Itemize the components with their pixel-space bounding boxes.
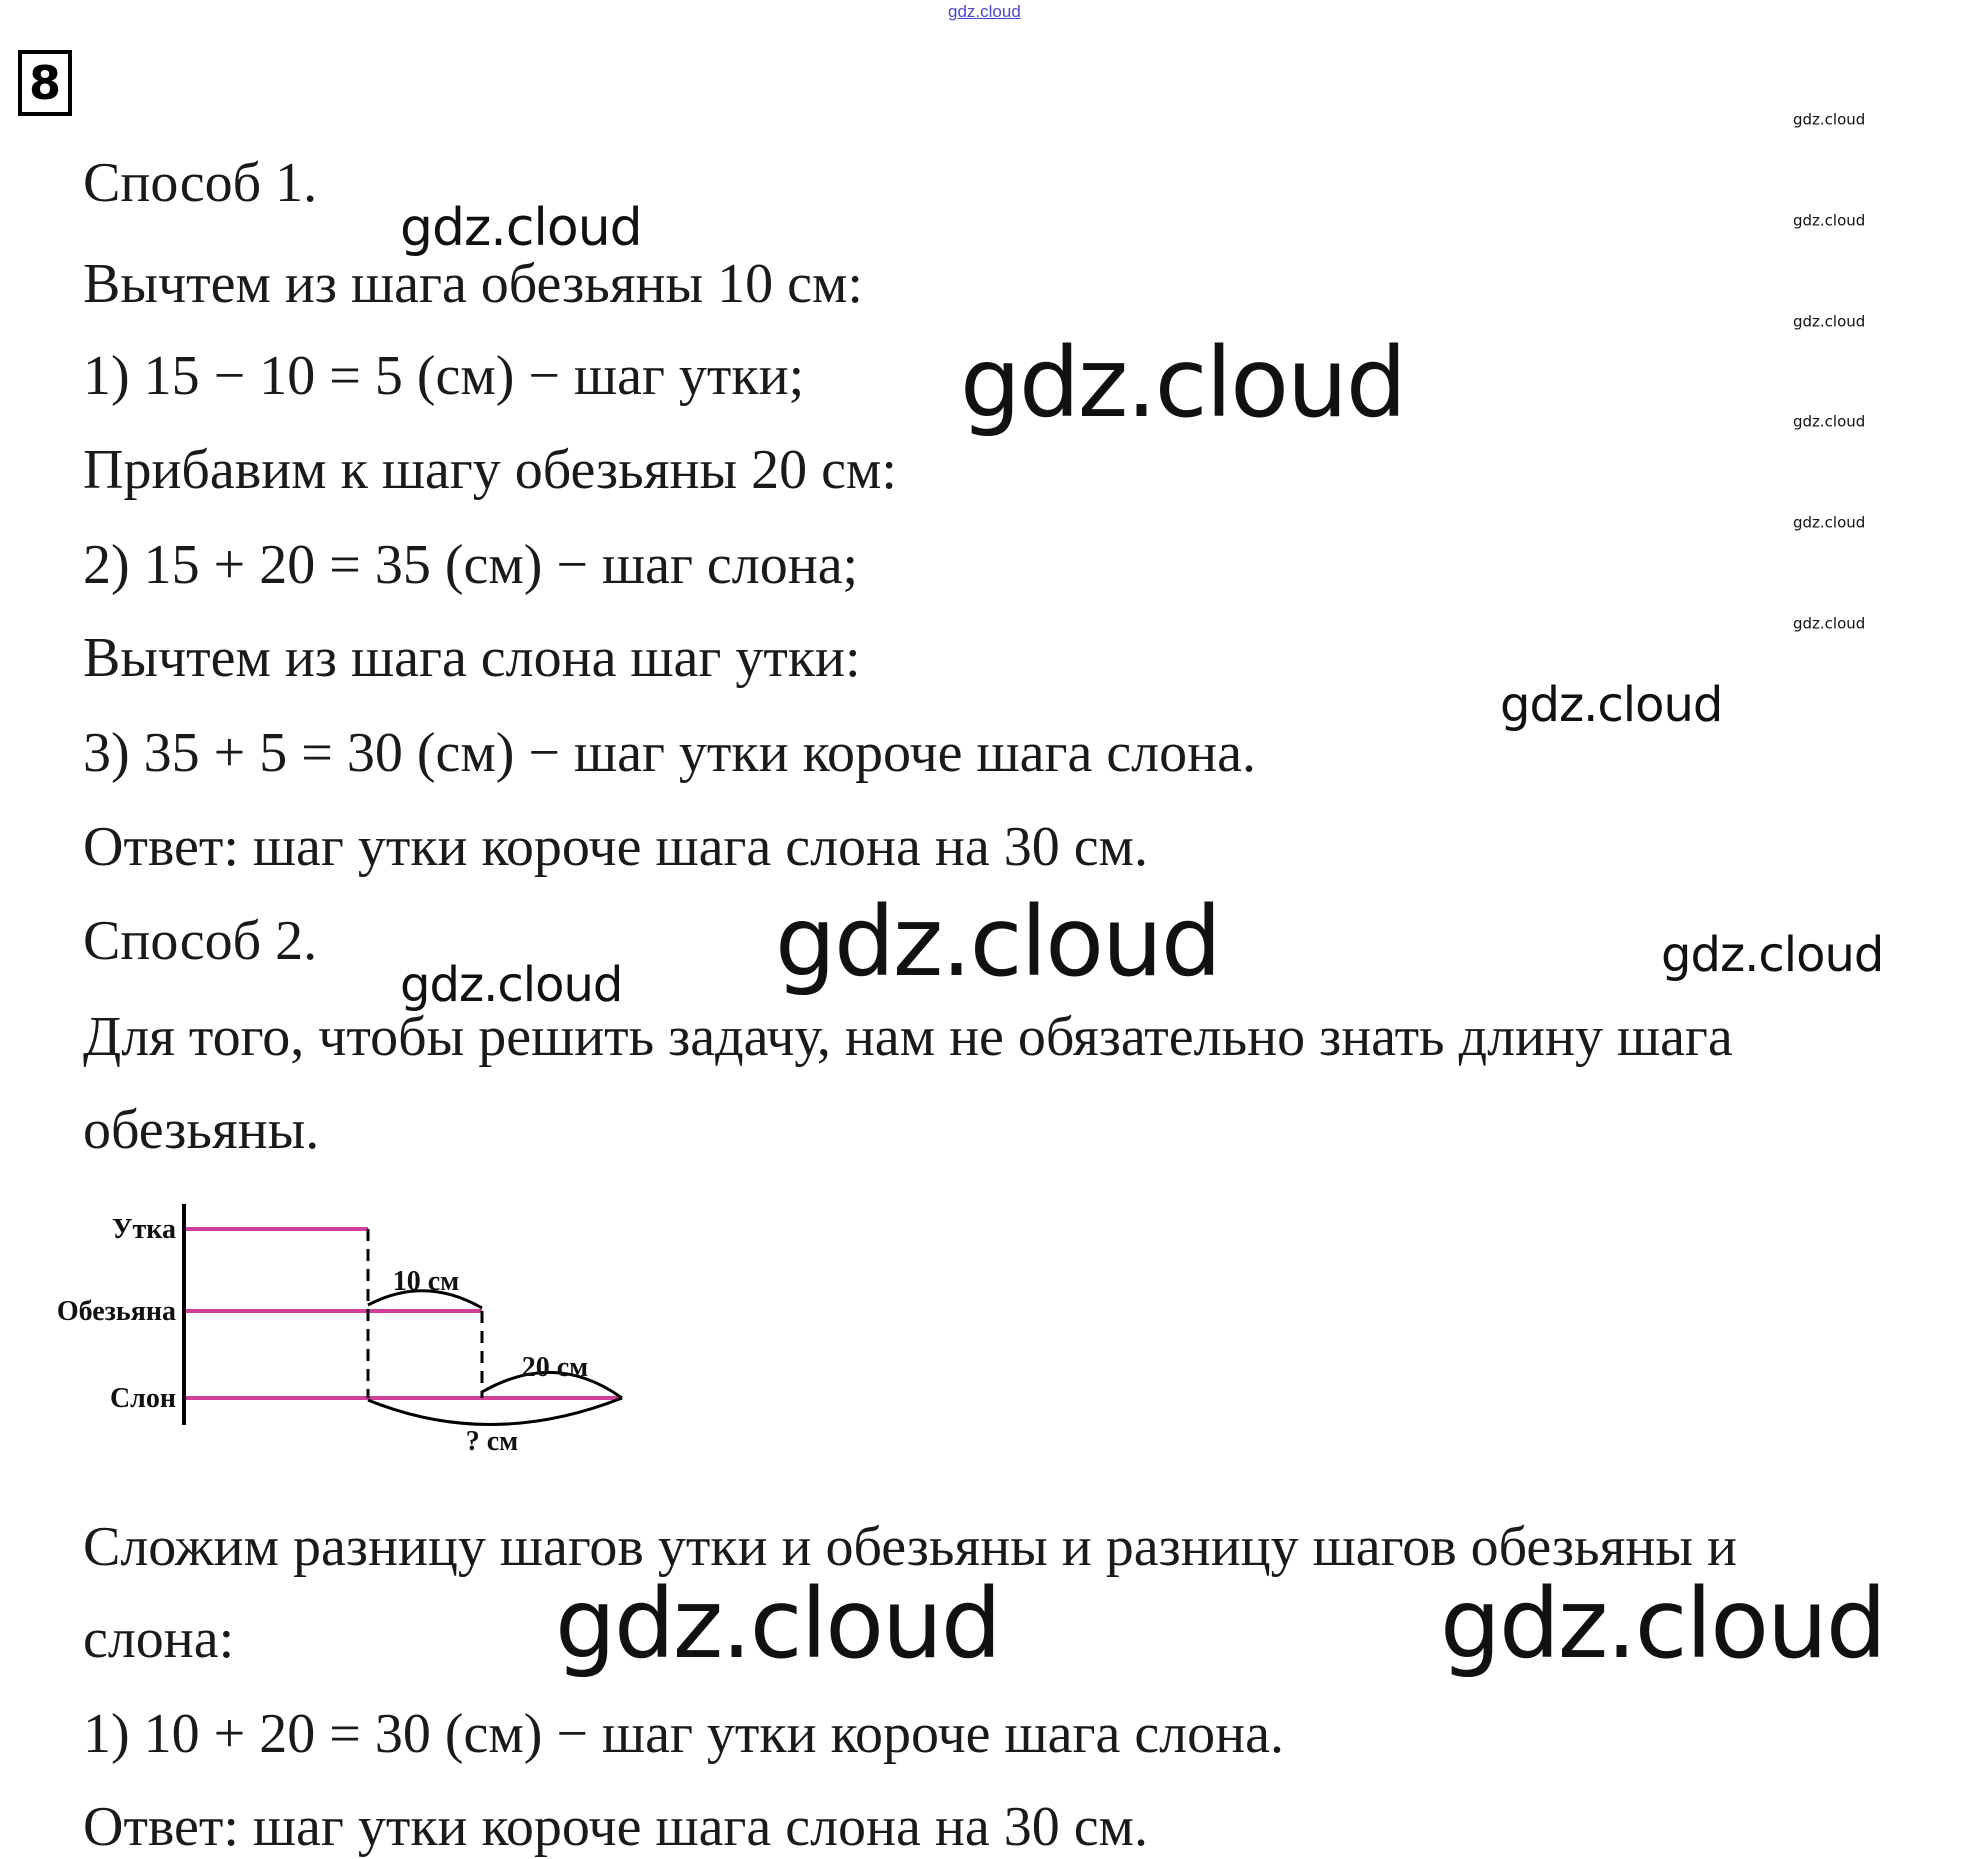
brace-20 xyxy=(481,1370,623,1400)
watermark: gdz.cloud xyxy=(400,198,643,258)
watermark: gdz.cloud xyxy=(1793,110,1866,129)
segment-label: 20 см xyxy=(522,1352,589,1383)
row-label: Утка xyxy=(112,1214,176,1245)
watermark: gdz.cloud xyxy=(1500,677,1723,733)
text-line: Для того, чтобы решить задачу, нам не об… xyxy=(83,1006,1733,1068)
text-line: 2) 15 + 20 = 35 (см) − шаг слона; xyxy=(83,534,859,596)
text-line: слона: xyxy=(83,1608,235,1670)
segment-label: ? см xyxy=(466,1426,519,1457)
text-line: 1) 10 + 20 = 30 (см) − шаг утки короче ш… xyxy=(83,1703,1284,1765)
brace-unknown xyxy=(367,1396,623,1426)
text-line: Сложим разницу шагов утки и обезьяны и р… xyxy=(83,1516,1737,1578)
watermark: gdz.cloud xyxy=(1793,211,1866,230)
method1-title: Способ 1. xyxy=(83,152,318,214)
watermark: gdz.cloud xyxy=(960,327,1407,439)
brace-10 xyxy=(367,1289,483,1310)
watermark: gdz.cloud xyxy=(1440,1568,1887,1680)
text-line: Вычтем из шага обезьяны 10 см: xyxy=(83,253,863,315)
watermark: gdz.cloud xyxy=(1793,412,1866,431)
top-watermark[interactable]: gdz.cloud xyxy=(948,2,1021,21)
task-number: 8 xyxy=(18,50,72,116)
answer-line: Ответ: шаг утки короче шага слона на 30 … xyxy=(83,816,1148,878)
watermark: gdz.cloud xyxy=(400,957,623,1013)
text-line: 3) 35 + 5 = 30 (см) − шаг утки короче ша… xyxy=(83,722,1256,784)
text-line: 1) 15 − 10 = 5 (см) − шаг утки; xyxy=(83,345,805,407)
watermark: gdz.cloud xyxy=(1793,513,1866,532)
watermark: gdz.cloud xyxy=(1661,927,1884,983)
row-label: Слон xyxy=(110,1383,176,1414)
watermark: gdz.cloud xyxy=(555,1568,1002,1680)
text-line: Прибавим к шагу обезьяны 20 см: xyxy=(83,439,897,501)
segment-label: 10 см xyxy=(393,1266,460,1297)
watermark: gdz.cloud xyxy=(1793,312,1866,331)
text-line: Вычтем из шага слона шаг утки: xyxy=(83,627,861,689)
method2-title: Способ 2. xyxy=(83,910,318,972)
watermark: gdz.cloud xyxy=(1793,614,1866,633)
row-label: Обезьяна xyxy=(57,1296,176,1327)
text-line: обезьяны. xyxy=(83,1099,320,1161)
watermark: gdz.cloud xyxy=(775,886,1222,998)
answer-line: Ответ: шаг утки короче шага слона на 30 … xyxy=(83,1796,1148,1858)
